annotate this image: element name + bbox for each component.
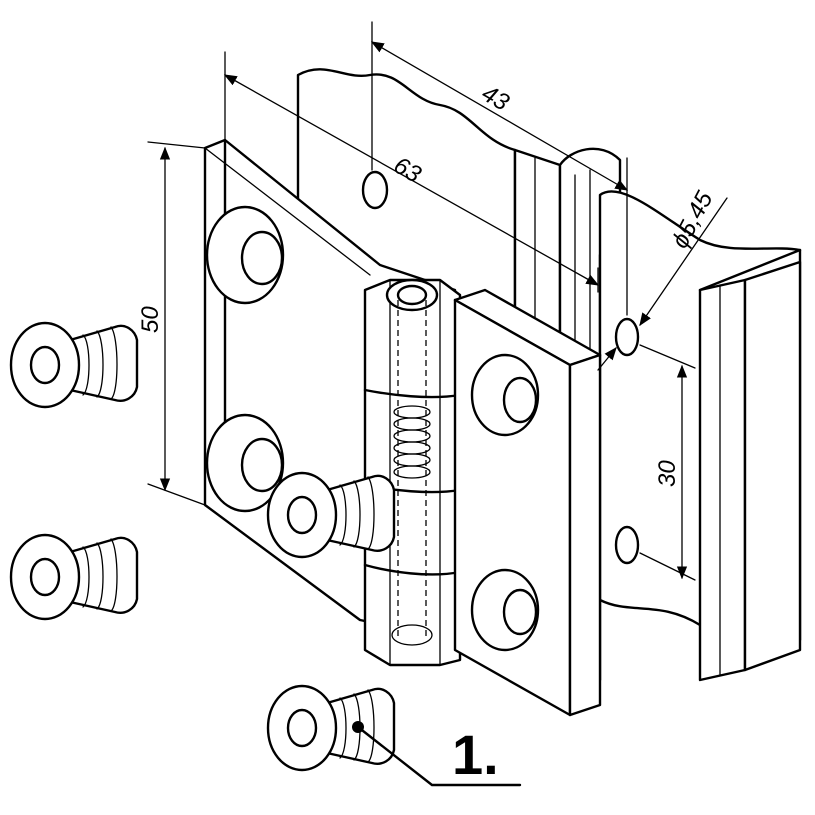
- callout-1: 1.: [352, 721, 522, 787]
- dimension-label-diameter: ϕ5,45: [666, 187, 718, 253]
- dimension-label-30: 30: [654, 460, 681, 487]
- callout-label: 1.: [452, 723, 499, 786]
- hinge-knuckle: [363, 278, 462, 667]
- screw-1: [9, 321, 139, 409]
- spring-icon: [393, 405, 431, 479]
- torx-drive-icon: [286, 495, 318, 535]
- torx-drive-icon: [29, 557, 61, 597]
- screw-3: [266, 471, 396, 559]
- dimension-50: 50: [137, 141, 206, 506]
- screw-2: [9, 533, 139, 621]
- profile-hole-lower: [614, 525, 640, 565]
- dimension-30: 30: [639, 344, 696, 581]
- dimension-label-43: 43: [477, 80, 514, 117]
- profile-hole-top: [361, 170, 389, 210]
- torx-drive-icon: [29, 345, 61, 385]
- hinge-leaf-right: [453, 288, 602, 717]
- torx-drive-icon: [286, 708, 318, 748]
- dimension-label-50: 50: [137, 306, 164, 333]
- screw-4: [266, 684, 396, 772]
- profile-hole-upper: [614, 317, 640, 357]
